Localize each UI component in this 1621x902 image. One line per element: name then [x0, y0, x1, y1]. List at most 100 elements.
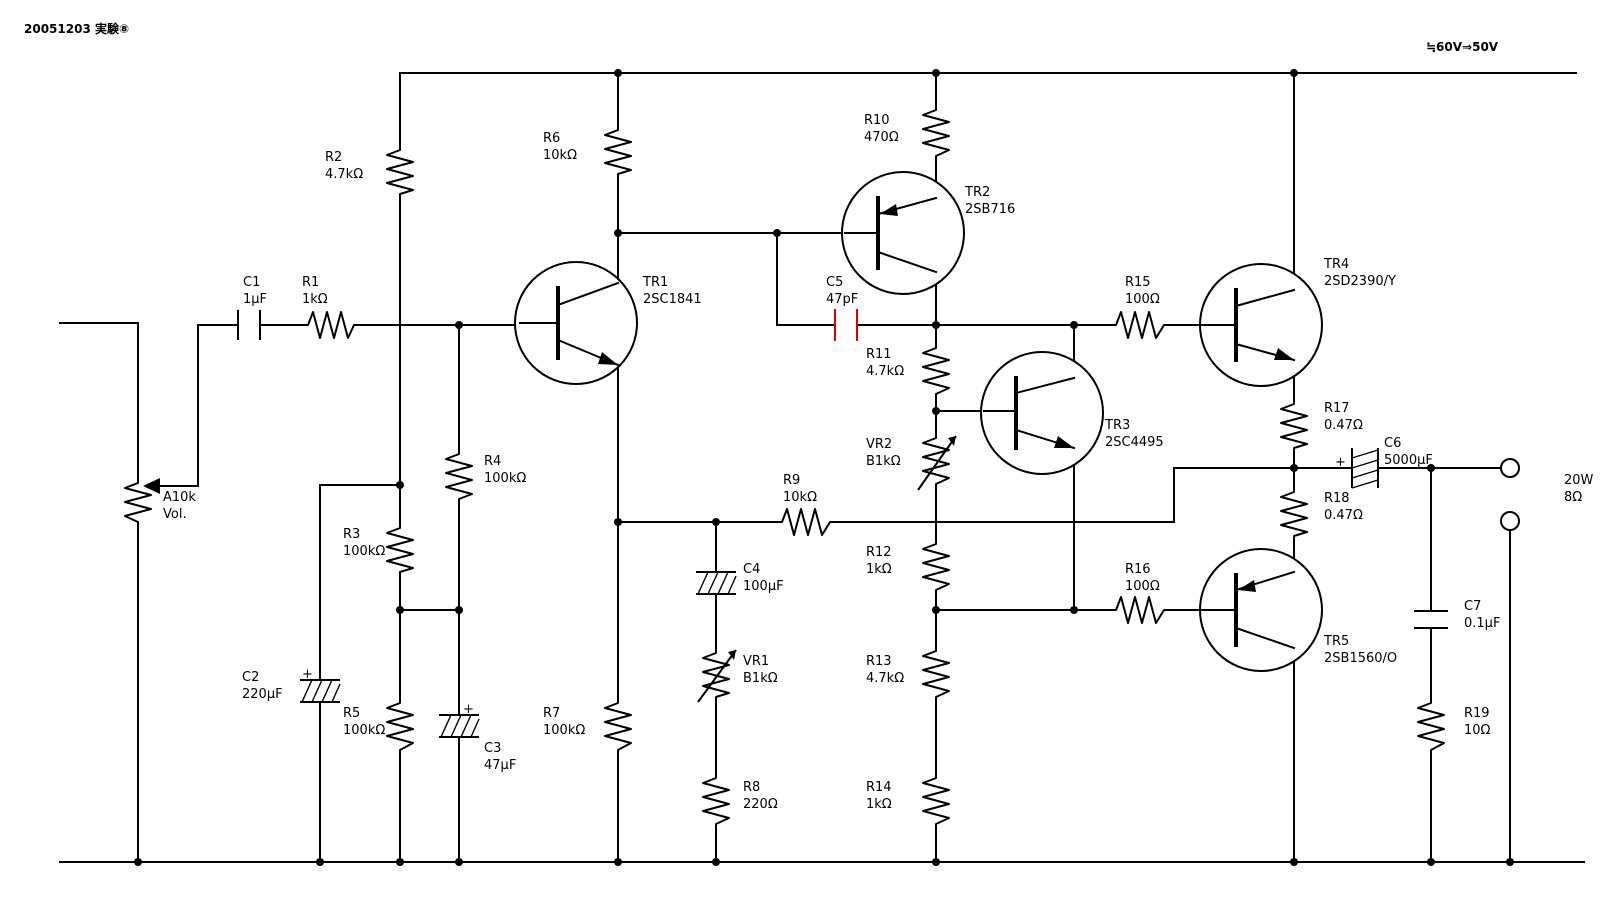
label-r3-value: 100kΩ [343, 544, 385, 559]
label-tr4-ref: TR4 [1323, 257, 1349, 272]
label-c7-ref: C7 [1464, 599, 1481, 614]
transistor-tr3 [980, 351, 1104, 475]
label-output-power: 20W [1564, 473, 1594, 488]
junction-dots [134, 69, 1514, 866]
label-c5-value: 47pF [826, 292, 858, 307]
label-c1-value: 1μF [243, 292, 267, 307]
label-r18-value: 0.47Ω [1324, 508, 1363, 523]
transistor-tr2 [841, 171, 965, 295]
label-tr3-ref: TR3 [1104, 418, 1130, 433]
label-vr2-ref: VR2 [866, 437, 892, 452]
trimmer-arrow-icon [948, 436, 956, 446]
resistor-r8 [702, 772, 730, 828]
label-r5-value: 100kΩ [343, 723, 385, 738]
label-c1-ref: C1 [243, 275, 260, 290]
resistor-r5 [386, 697, 414, 756]
resistor-r9 [776, 508, 836, 536]
label-r11-value: 4.7kΩ [866, 364, 904, 379]
label-tr1-ref: TR1 [642, 275, 668, 290]
date-stamp: 20051203 実験⑧ [24, 21, 129, 36]
resistor-r11 [922, 342, 950, 398]
label-r12-ref: R12 [866, 545, 892, 560]
transistor-tr4 [1199, 263, 1323, 387]
c5-left-wire [776, 232, 836, 326]
resistor-r10 [922, 104, 950, 160]
label-r13-ref: R13 [866, 654, 892, 669]
label-c2-ref: C2 [242, 670, 259, 685]
electrolytic-c6: + [1335, 448, 1379, 489]
label-r10-ref: R10 [864, 113, 890, 128]
volume-potentiometer [124, 477, 160, 523]
electrolytic-c4 [696, 571, 737, 595]
emitter-arrow-icon [880, 204, 898, 216]
emitter-arrow-icon [598, 352, 618, 365]
resistor-r3 [386, 522, 414, 578]
label-r10-value: 470Ω [864, 130, 899, 145]
label-c4-ref: C4 [743, 562, 760, 577]
resistor-r4 [445, 448, 473, 505]
label-tr3-value: 2SC4495 [1105, 435, 1164, 450]
electrolytic-c2: + [300, 667, 341, 703]
resistor-r16 [1110, 596, 1170, 624]
label-r2-value: 4.7kΩ [325, 167, 363, 182]
label-c5-ref: C5 [826, 275, 843, 290]
label-vr1-value: B1kΩ [743, 671, 778, 686]
label-r2-ref: R2 [325, 150, 342, 165]
label-r7-ref: R7 [543, 706, 560, 721]
label-r11-ref: R11 [866, 347, 892, 362]
resistor-r2 [386, 144, 414, 200]
label-r6-ref: R6 [543, 131, 560, 146]
label-r4-ref: R4 [484, 454, 501, 469]
label-c2-value: 220μF [242, 687, 283, 702]
polarity-plus: + [463, 702, 474, 717]
label-r8-ref: R8 [743, 780, 760, 795]
transistor-tr5 [1199, 548, 1323, 672]
output-terminal-ground [1500, 511, 1520, 531]
emitter-arrow-icon [1274, 348, 1294, 360]
c2-top-wire [319, 484, 401, 681]
label-r7-value: 100kΩ [543, 723, 585, 738]
resistor-r15 [1110, 311, 1170, 339]
resistor-r17 [1280, 398, 1308, 450]
resistor-r12 [922, 538, 950, 594]
trimmer-vr2 [917, 432, 957, 491]
wiper-arrow-icon [143, 478, 160, 494]
output-terminal-hot [1500, 458, 1520, 478]
label-r17-value: 0.47Ω [1324, 418, 1363, 433]
label-r14-ref: R14 [866, 780, 892, 795]
label-vol-ref: A10k [163, 490, 196, 505]
label-r9-ref: R9 [783, 473, 800, 488]
label-c4-value: 100μF [743, 579, 784, 594]
emitter-arrow-icon [1054, 436, 1074, 448]
supply-voltage-label: ≒60V⇒50V [1426, 40, 1499, 54]
capacitor-c7 [1414, 610, 1448, 629]
label-c3-ref: C3 [484, 741, 501, 756]
label-r15-value: 100Ω [1125, 292, 1160, 307]
label-r3-ref: R3 [343, 527, 360, 542]
label-r17-ref: R17 [1324, 401, 1350, 416]
resistor-r6 [604, 124, 632, 178]
component-labels: C1 1μF R1 1kΩ A10k Vol. R2 4.7kΩ R3 100k… [163, 113, 1594, 812]
label-r6-value: 10kΩ [543, 148, 577, 163]
polarity-plus: + [302, 667, 313, 682]
trimmer-arrow-icon [728, 650, 736, 660]
resistor-r13 [922, 645, 950, 701]
label-tr2-ref: TR2 [964, 185, 990, 200]
label-vol-value: Vol. [163, 507, 187, 522]
label-r4-value: 100kΩ [484, 471, 526, 486]
label-c3-value: 47μF [484, 758, 516, 773]
capacitor-c5 [834, 309, 858, 341]
label-tr5-value: 2SB1560/O [1324, 651, 1397, 666]
capacitor-c1 [237, 310, 261, 340]
label-r19-value: 10Ω [1464, 723, 1491, 738]
label-r18-ref: R18 [1324, 491, 1350, 506]
label-c7-value: 0.1μF [1464, 616, 1500, 631]
label-tr1-value: 2SC1841 [643, 292, 702, 307]
trimmer-vr1 [697, 647, 737, 703]
resistor-r1 [302, 311, 360, 339]
polarity-plus: + [1335, 455, 1346, 470]
label-r9-value: 10kΩ [783, 490, 817, 505]
label-c6-ref: C6 [1384, 436, 1401, 451]
label-vr1-ref: VR1 [743, 654, 769, 669]
